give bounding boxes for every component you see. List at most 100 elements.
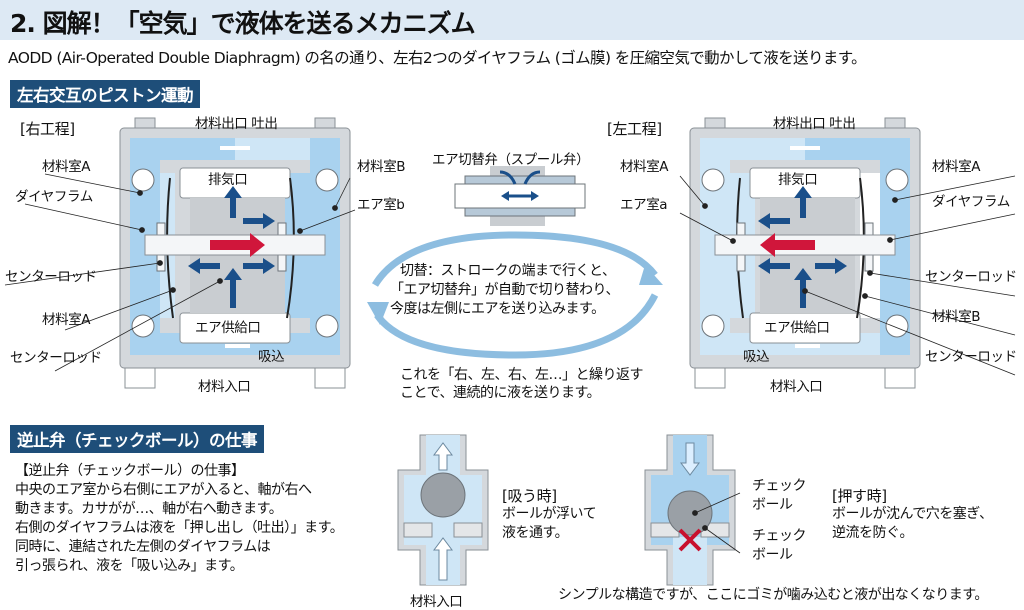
- check-ball-bottom-right: [885, 314, 909, 338]
- leader-line: [804, 290, 1016, 376]
- label-inlet: 材料入口: [198, 379, 251, 395]
- suck-desc-line-2: 液を通す。: [502, 525, 569, 541]
- label-material-chamber-a-r: 材料室A: [932, 159, 981, 175]
- air-flow-out-right: [523, 170, 541, 185]
- check-ball-top-left: [701, 168, 725, 192]
- check-ball-body-line-2: 中央のエア室から右側にエアが入ると、軸が右へ: [15, 482, 312, 498]
- check-valve-push-diagram: [644, 434, 741, 586]
- rod-direction-arrow: [760, 233, 815, 257]
- pump-diagram-left-stroke: [679, 117, 1016, 389]
- air-arrow-up-exhaust: [794, 186, 812, 218]
- title-bar: [0, 0, 1024, 40]
- cycle-text-line-1: 切替：ストロークの端まで行くと、: [400, 263, 616, 279]
- spool-arrow-head-right: [531, 191, 539, 201]
- air-arrow-right-bottom: [243, 258, 275, 274]
- pump-leg: [884, 367, 916, 389]
- check-ball-body-line-5: 同時に、連結された左側のダイヤフラムは: [15, 539, 271, 555]
- spool-valve-title: エア切替弁（スプール弁）: [432, 152, 590, 168]
- push-title: [押す時]: [832, 487, 887, 505]
- repeat-text-line-1: これを「右、左、右、左…」と繰り返す: [400, 367, 644, 383]
- cycle-arrow-bottom: [374, 293, 659, 359]
- leader-line: [44, 173, 141, 194]
- valve-seat-right: [453, 522, 483, 538]
- check-ball-floating: [420, 472, 466, 518]
- label-center-rod: センターロッド: [5, 269, 97, 285]
- valve-lower-liquid: [673, 537, 707, 585]
- check-valve-suck-diagram: [397, 434, 489, 586]
- air-arrow-right-bottom: [815, 258, 847, 274]
- leader-line: [64, 289, 174, 331]
- ball-label-1-line-1: チェック: [752, 478, 807, 494]
- check-ball-bottom-left: [131, 314, 155, 338]
- leader-line: [334, 177, 351, 209]
- check-ball-body-line-6: 引っ張られ、液を「吸い込み」ます。: [15, 558, 244, 574]
- suck-desc-line-1: ボールが浮いて: [502, 506, 597, 522]
- suck-title: [吸う時]: [502, 487, 557, 505]
- label-air-chamber-b: エア室b: [357, 197, 405, 213]
- ball-label-2-line-2: ボール: [752, 547, 793, 563]
- label-diaphragm: ダイヤフラム: [15, 189, 93, 205]
- pump-diagram-right-stroke: [4, 117, 356, 389]
- air-arrow-up-exhaust: [224, 186, 242, 218]
- stroke-title-left: [左工程]: [607, 120, 662, 138]
- air-flow-out-left: [499, 170, 517, 185]
- leader-line: [679, 212, 734, 242]
- label-air-chamber-a: エア室a: [620, 197, 668, 213]
- page-subtitle: AODD (Air-Operated Double Diaphragm) の名の…: [8, 49, 867, 67]
- label-suction: 吸込: [258, 349, 285, 365]
- label-inlet-2: 材料入口: [770, 379, 823, 395]
- check-ball-body-line-3: 動きます。カサがが…、軸が右へ動きます。: [15, 501, 283, 517]
- leader-line: [4, 262, 161, 286]
- leader-line: [889, 213, 1016, 241]
- check-ball-bottom-right: [315, 314, 339, 338]
- block-x-icon: [678, 528, 702, 552]
- flow-arrow-up-top: [433, 442, 453, 471]
- valve-seat-left: [403, 522, 433, 538]
- spool-valve-diagram: [454, 166, 586, 226]
- footer-note: シンプルな構造ですが、ここにゴミが噛み込むと液が出なくなります。: [558, 587, 988, 603]
- label-material-chamber-a-2: 材料室A: [42, 312, 91, 328]
- cycle-arrow-top: [372, 231, 658, 287]
- leader-line: [299, 209, 356, 232]
- label-material-chamber-b-r: 材料室B: [932, 309, 981, 325]
- flow-arrow-down: [680, 442, 700, 476]
- check-ball-body-line-4: 右側のダイヤフラムは液を「押し出し（吐出）」ます。: [15, 520, 344, 536]
- repeat-text-line-2: ことで、連続的に液を送ります。: [400, 385, 601, 401]
- push-desc-line-2: 逆流を防ぐ。: [832, 525, 914, 541]
- label-center-rod-2: センターロッド: [10, 350, 102, 366]
- label-air-supply-2: エア供給口: [764, 320, 830, 336]
- label-diaphragm-r: ダイヤフラム: [932, 194, 1010, 210]
- ball-label-1-line-2: ボール: [752, 497, 793, 513]
- label-exhaust: 排気口: [208, 172, 248, 188]
- pump-leg: [694, 367, 726, 389]
- cycle-arrow-top-head: [639, 265, 663, 285]
- check-ball-top-right: [315, 168, 339, 192]
- label-center-rod-r2: センターロッド: [925, 349, 1017, 365]
- leader-line: [54, 280, 221, 372]
- leader-line: [24, 203, 143, 231]
- air-arrow-up-supply: [224, 268, 242, 308]
- ball-label-2-line-1: チェック: [752, 528, 807, 544]
- section-tag-piston: 左右交互のピストン運動: [10, 80, 200, 108]
- check-ball-top-right: [885, 168, 909, 192]
- check-ball-bottom-left: [701, 314, 725, 338]
- air-arrow-left-bottom: [188, 258, 220, 274]
- check-ball-seated: [667, 490, 713, 536]
- label-outlet: 材料出口 吐出: [195, 116, 278, 132]
- cycle-text-line-3: 今度は左側にエアを送り込みます。: [390, 301, 605, 317]
- rod-direction-arrow: [210, 233, 265, 257]
- air-arrow-up-supply: [794, 268, 812, 308]
- suck-inlet-label: 材料入口: [410, 594, 463, 610]
- air-arrow-left-top: [758, 213, 790, 229]
- push-desc-line-1: ボールが沈んで穴を塞ぎ、: [832, 506, 993, 522]
- label-center-rod-r: センターロッド: [925, 269, 1017, 285]
- label-material-chamber-a: 材料室A: [42, 159, 91, 175]
- check-ball-body-line-1: 【逆止弁（チェックボール）の仕事】: [15, 463, 245, 479]
- air-arrow-right-top: [243, 213, 275, 229]
- pump-leg: [124, 367, 156, 389]
- cycle-arrows: [367, 231, 663, 359]
- flow-arrow-up: [433, 537, 453, 581]
- leader-line: [679, 175, 706, 207]
- label-exhaust-2: 排気口: [778, 172, 818, 188]
- leader-line: [869, 272, 1016, 297]
